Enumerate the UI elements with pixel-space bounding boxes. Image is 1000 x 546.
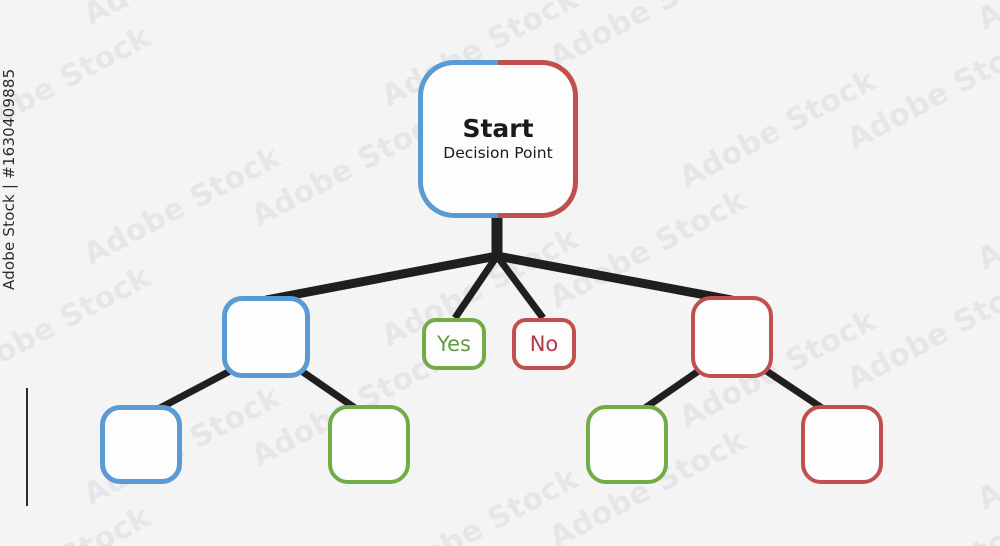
- node-start[interactable]: Start Decision Point: [418, 60, 578, 218]
- node-n-l3-red[interactable]: [801, 405, 883, 484]
- node-n-l3-blue[interactable]: [100, 405, 182, 484]
- node-n-l2-blue[interactable]: [222, 296, 310, 378]
- node-n-l2-no[interactable]: No: [512, 318, 576, 370]
- connector-junction-to-n-l2-no: [494, 253, 546, 321]
- connector-junction-to-n-l2-yes: [452, 254, 500, 320]
- connector-junction-to-n-l2-red: [496, 251, 733, 305]
- node-n-l2-yes[interactable]: Yes: [422, 318, 486, 370]
- node-n-l2-red[interactable]: [691, 296, 773, 378]
- node-start-border-left: [418, 60, 498, 218]
- node-start-border-right: [498, 60, 578, 218]
- connector-n-l2-blue-to-n-l3-blue: [158, 366, 234, 412]
- node-start-label-group: Start Decision Point: [418, 60, 578, 218]
- connector-n-l2-red-to-n-l3-red: [763, 367, 824, 411]
- connector-n-l2-blue-to-n-l3-green1: [298, 367, 357, 411]
- node-n-l3-green1[interactable]: [328, 405, 410, 484]
- node-n-l2-yes-label: Yes: [437, 331, 471, 356]
- credit-divider: [26, 388, 28, 506]
- connector-junction-to-n-l2-blue: [265, 251, 498, 305]
- node-start-subtitle: Decision Point: [443, 143, 553, 162]
- node-n-l2-no-label: No: [529, 331, 559, 356]
- node-n-l3-green2[interactable]: [586, 405, 668, 484]
- credit-text: Adobe Stock | #1630409885: [0, 68, 18, 290]
- node-start-title: Start: [462, 114, 534, 144]
- connector-n-l2-red-to-n-l3-green2: [643, 367, 702, 411]
